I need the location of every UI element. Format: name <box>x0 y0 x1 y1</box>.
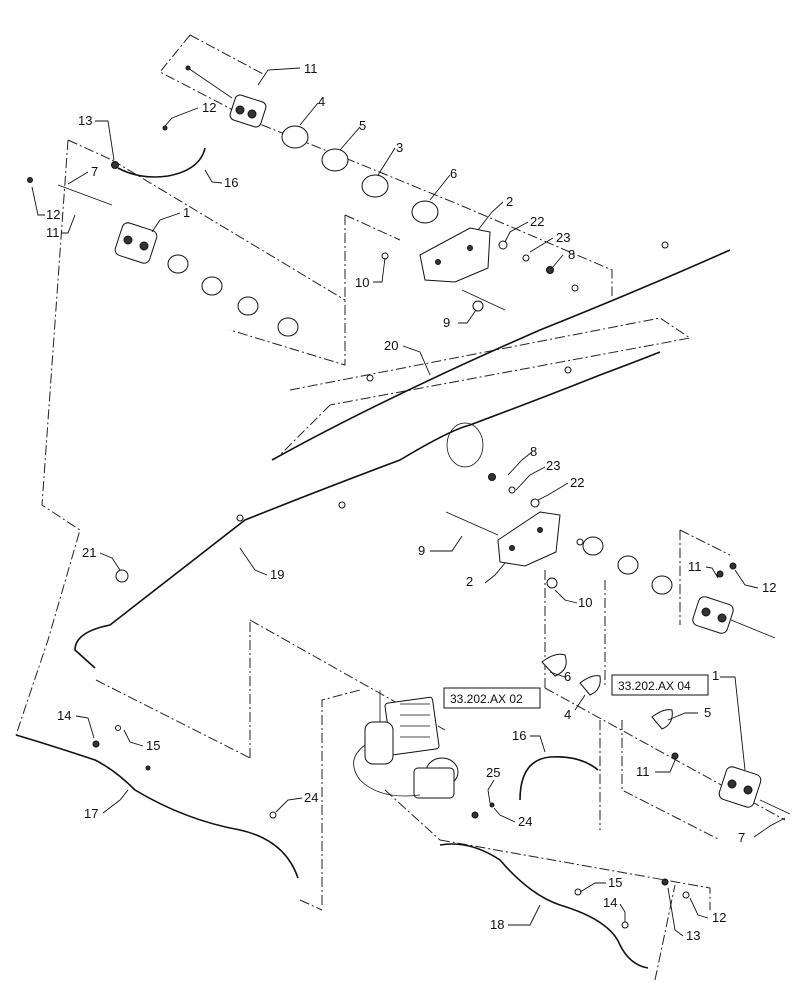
callout-label: 11 <box>46 225 60 240</box>
pump-assembly-right <box>692 596 776 639</box>
callout-label: 10 <box>578 595 592 610</box>
callout-label: 11 <box>636 764 650 779</box>
callout-label: 12 <box>712 910 726 925</box>
callout-label: 4 <box>318 94 325 109</box>
harness-20 <box>271 249 731 461</box>
callout-label: 21 <box>82 545 96 560</box>
callout-label: 9 <box>443 315 450 330</box>
callout-label: 15 <box>608 875 622 890</box>
gaskets-upper <box>167 125 439 337</box>
callout-label: 5 <box>359 118 366 133</box>
hoses <box>15 147 731 969</box>
hose-16-upper <box>117 147 206 178</box>
callout-label: 5 <box>704 705 711 720</box>
reference-label: 33.202.AX 02 <box>450 692 523 706</box>
callout-label: 9 <box>418 543 425 558</box>
callout-label: 8 <box>568 247 575 262</box>
leader-lines <box>31 67 786 937</box>
fittings <box>92 125 737 929</box>
callout-label: 23 <box>556 230 570 245</box>
callout-label: 17 <box>84 806 98 821</box>
hose-17 <box>15 734 299 879</box>
callout-label: 1 <box>183 205 190 220</box>
reference-box-ax02[interactable]: 33.202.AX 02 <box>443 687 541 709</box>
callout-label: 2 <box>506 194 513 209</box>
callout-label: 6 <box>564 669 571 684</box>
callout-label: 19 <box>270 567 284 582</box>
assembly-boundary-lines <box>15 34 786 981</box>
callout-label: 24 <box>518 814 532 829</box>
bracket-2-lower <box>445 473 673 595</box>
callout-label: 11 <box>304 61 318 76</box>
callout-label: 16 <box>512 728 526 743</box>
callout-label: 6 <box>450 166 457 181</box>
callout-label: 23 <box>546 458 560 473</box>
harness-19 <box>74 351 661 669</box>
callout-label: 8 <box>530 444 537 459</box>
callout-label: 1 <box>712 668 719 683</box>
pump-assembly-item-1-lower <box>718 766 791 815</box>
callout-label: 14 <box>603 895 617 910</box>
callout-label: 4 <box>564 707 571 722</box>
callout-label: 13 <box>686 928 700 943</box>
callout-label: 25 <box>486 765 500 780</box>
pump-assembly-item-1-left <box>27 177 158 264</box>
reference-label: 33.202.AX 04 <box>618 679 691 693</box>
callout-label: 22 <box>530 214 544 229</box>
harness-loop <box>446 422 484 468</box>
pump-assembly-upper <box>185 65 267 128</box>
valve-block-assembly <box>353 690 459 799</box>
callout-label: 10 <box>355 275 369 290</box>
callout-label: 24 <box>304 790 318 805</box>
bracket-2-upper <box>419 227 554 312</box>
callout-label: 12 <box>202 100 216 115</box>
gaskets-lower <box>541 653 673 730</box>
callout-label: 11 <box>688 559 702 574</box>
callout-label: 12 <box>762 580 776 595</box>
callout-labels: 11 12 4 5 3 6 13 16 7 12 11 1 2 22 23 8 … <box>46 61 776 943</box>
callout-label: 20 <box>384 338 398 353</box>
hose-18 <box>439 843 649 969</box>
hose-16-lower <box>519 755 599 801</box>
callout-label: 7 <box>91 164 98 179</box>
callout-label: 2 <box>466 574 473 589</box>
callout-label: 12 <box>46 207 60 222</box>
callout-label: 3 <box>396 140 403 155</box>
callout-label: 14 <box>57 708 71 723</box>
callout-label: 15 <box>146 738 160 753</box>
callout-label: 22 <box>570 475 584 490</box>
callout-label: 18 <box>490 917 504 932</box>
callout-label: 7 <box>738 830 745 845</box>
reference-box-ax04[interactable]: 33.202.AX 04 <box>611 674 709 696</box>
callout-label: 16 <box>224 175 238 190</box>
callout-label: 13 <box>78 113 92 128</box>
